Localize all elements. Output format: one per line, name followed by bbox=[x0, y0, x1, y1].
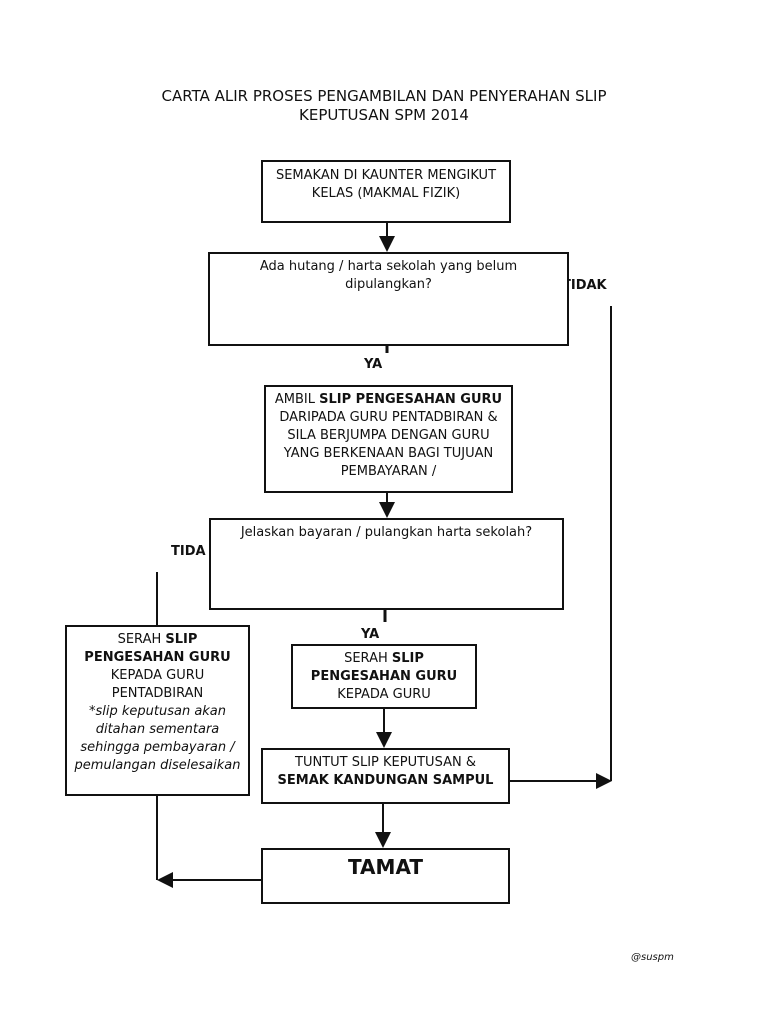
footer-credit: @suspm bbox=[631, 952, 674, 963]
title-line-1: CARTA ALIR PROSES PENGAMBILAN DAN PENYER… bbox=[161, 87, 607, 105]
node-tuntut: TUNTUT SLIP KEPUTUSAN & SEMAK KANDUNGAN … bbox=[261, 748, 510, 804]
title-line-2: KEPUTUSAN SPM 2014 bbox=[299, 106, 469, 124]
label-ya-2: YA bbox=[361, 627, 380, 642]
label-tidak-1: TIDAK bbox=[562, 278, 607, 293]
node-semakan: SEMAKAN DI KAUNTER MENGIKUT KELAS (MAKMA… bbox=[261, 160, 511, 223]
node-jelaskan-question: Jelaskan bayaran / pulangkan harta sekol… bbox=[209, 518, 564, 610]
node-tamat: TAMAT bbox=[261, 848, 510, 904]
label-ya-1: YA bbox=[364, 357, 383, 372]
node-serah-guru: SERAH SLIP PENGESAHAN GURU KEPADA GURU bbox=[291, 644, 477, 709]
node-ambil-slip: AMBIL SLIP PENGESAHAN GURU DARIPADA GURU… bbox=[264, 385, 513, 493]
label-tidak-2: TIDA bbox=[171, 544, 206, 559]
node-serah-pentadbiran: SERAH SLIP PENGESAHAN GURU KEPADA GURU P… bbox=[65, 625, 250, 796]
node-hutang-question: Ada hutang / harta sekolah yang belum di… bbox=[208, 252, 569, 346]
